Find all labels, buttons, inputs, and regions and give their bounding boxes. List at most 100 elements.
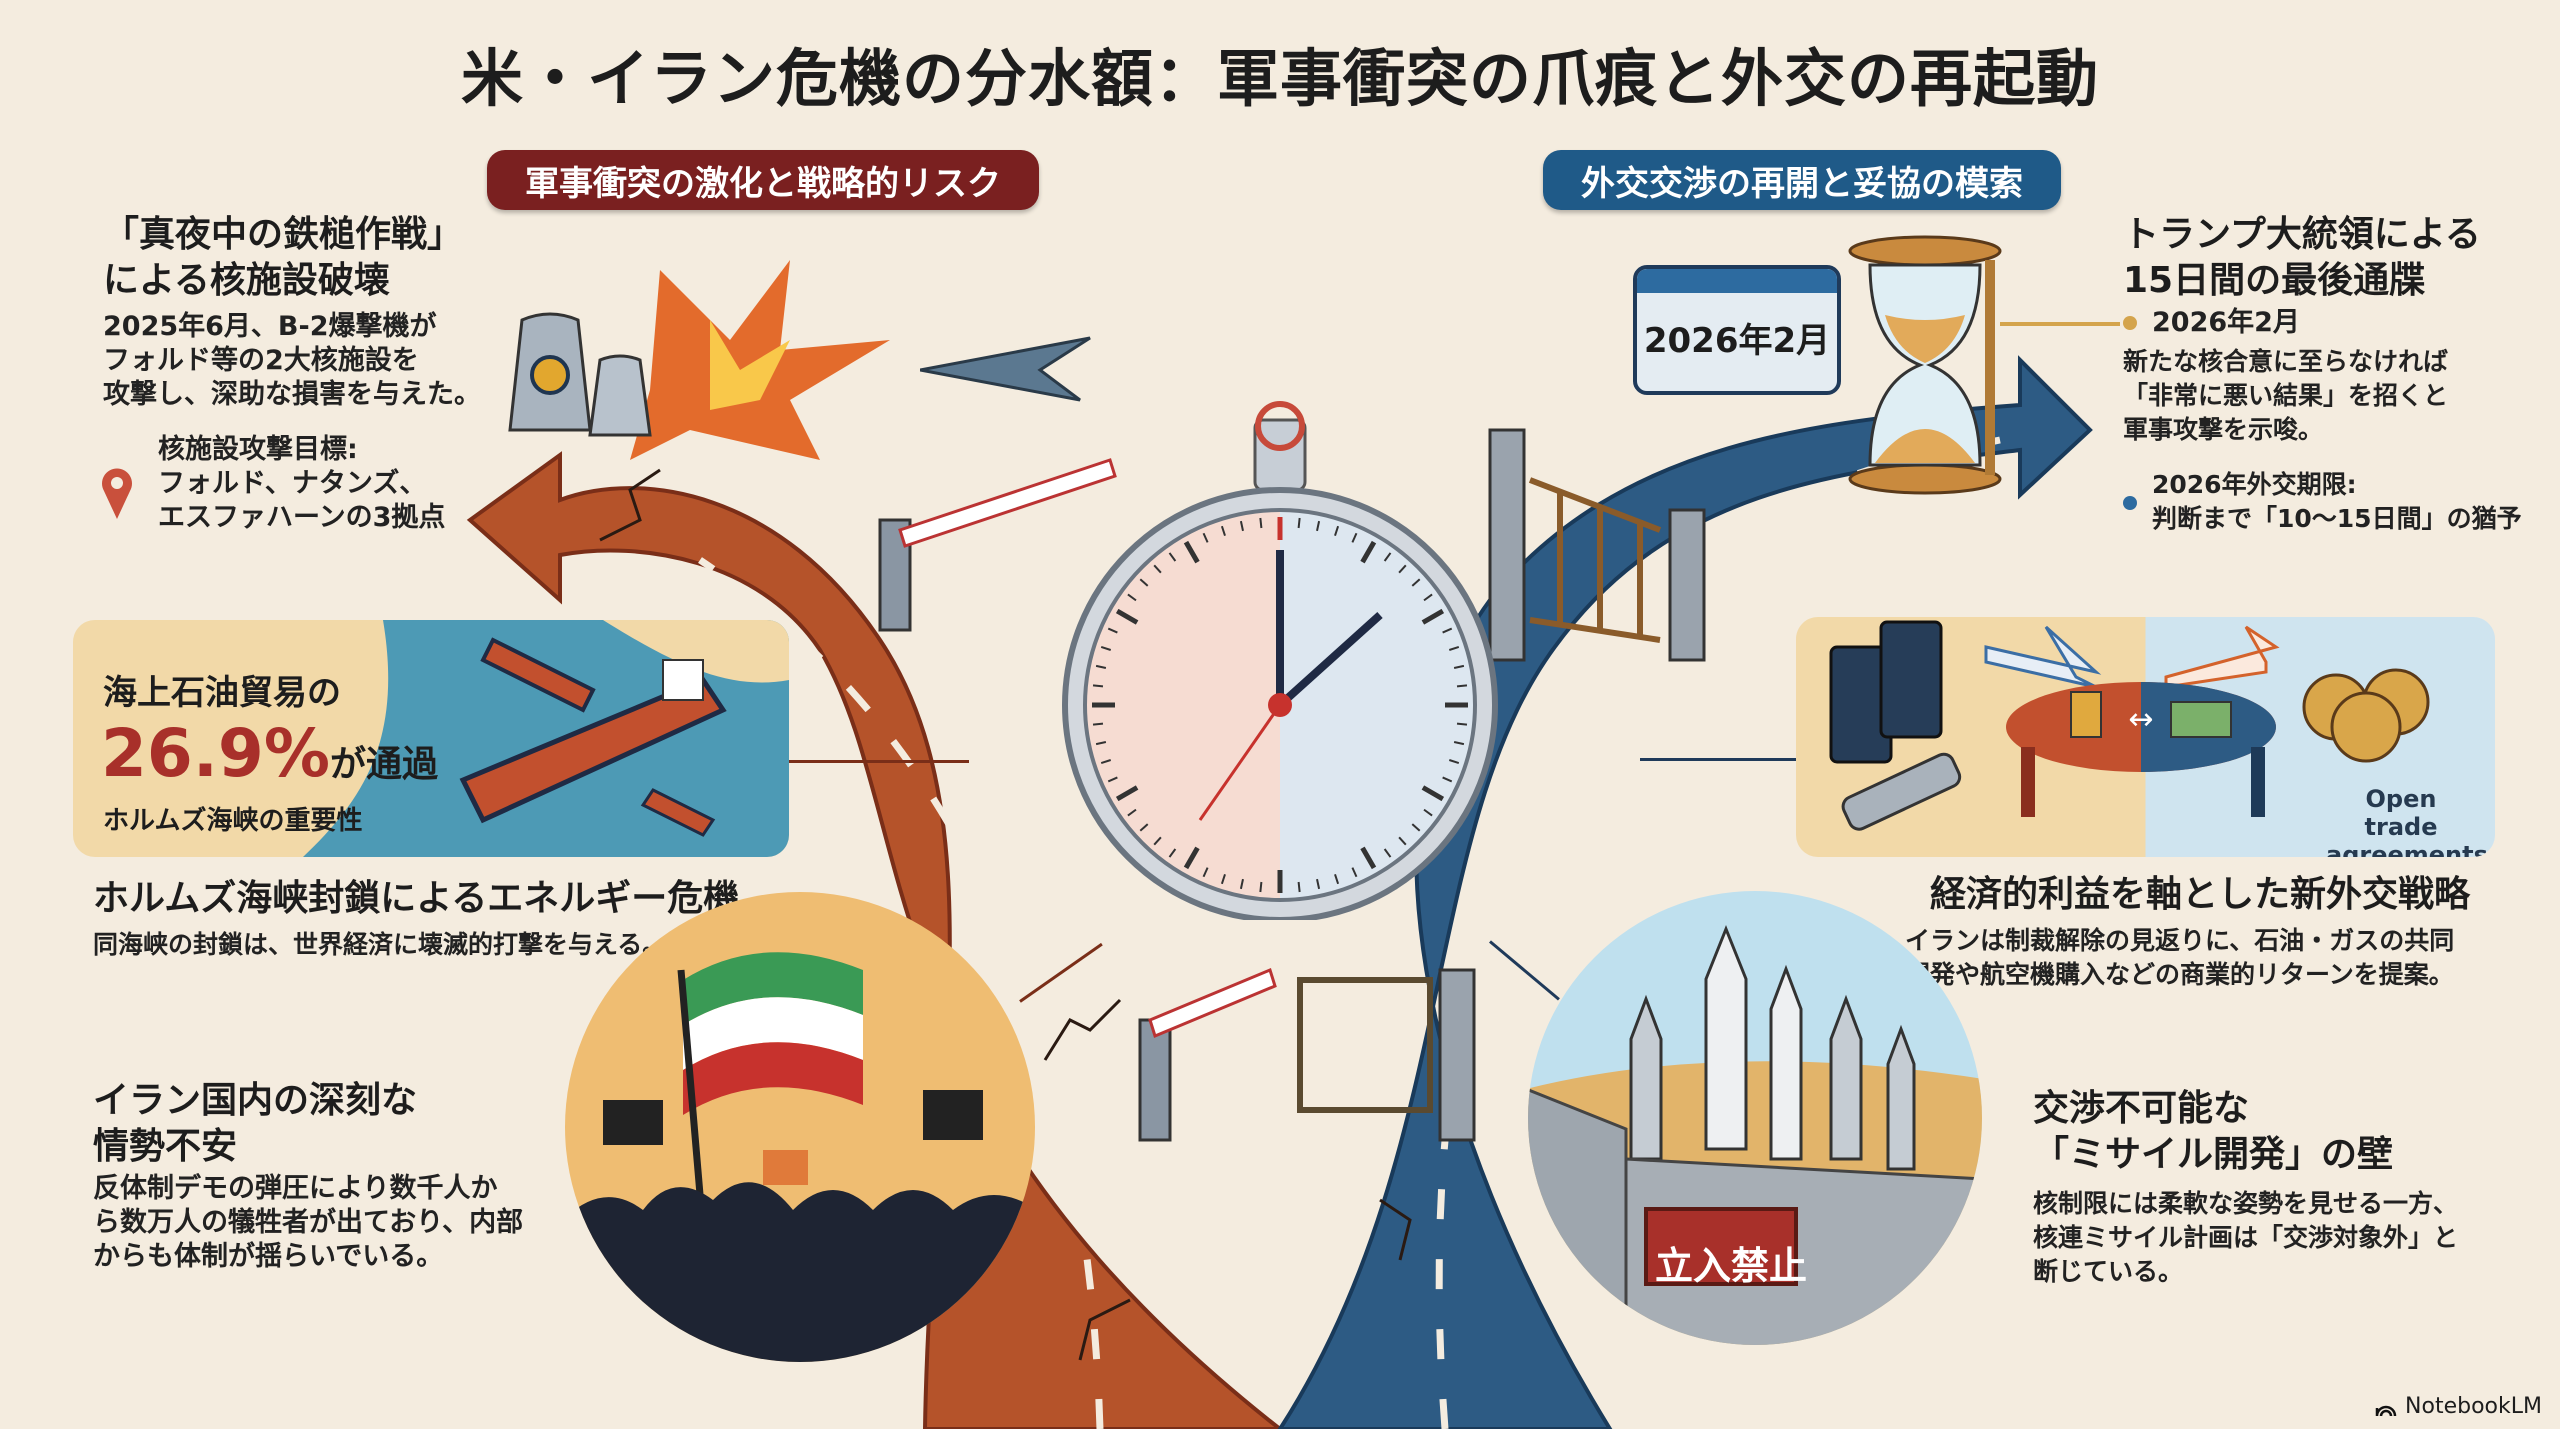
hormuz-stat: 26.9%が通過: [101, 715, 438, 792]
calendar-icon: 2026年2月: [1633, 265, 1841, 395]
unrest-body-line: からも体制が揺らいでいる。: [93, 1241, 444, 1272]
targets-line: フォルド、ナタンズ、: [158, 468, 427, 499]
economy-body-line: イランは制裁解除の見返りに、石油・ガスの共同: [1905, 926, 2455, 955]
no-entry-sign: [1644, 1207, 1798, 1286]
open-gate-icon: [1488, 428, 1706, 662]
deadline-line: 判断まで「10～15日間」の猶予: [2152, 504, 2522, 533]
trade-caption: Open trade agreements: [2326, 785, 2488, 857]
missile-wall-illustration: [1528, 891, 1982, 1345]
clock-tick: [1220, 873, 1226, 885]
clock-tick: [1115, 608, 1139, 625]
trade-caption-line: agreements: [2326, 841, 2488, 857]
clock-tick: [1239, 878, 1244, 890]
ultimatum-heading-line: トランプ大統領による: [2123, 214, 2481, 255]
hormuz-suffix: が通過: [329, 744, 438, 785]
money-bag-icon: [2302, 668, 2430, 763]
clock-tick: [1168, 552, 1177, 562]
protest-sign-icon: [923, 1090, 983, 1140]
clock-tick: [1448, 759, 1460, 765]
bullet-icon: [2123, 316, 2137, 330]
clock-tick: [1092, 722, 1104, 726]
ultimatum-heading-line: 15日間の最後通牒: [2123, 260, 2426, 301]
unrest-heading: イラン国内の深刻な 情勢不安: [93, 1078, 417, 1170]
ultimatum-body-line: 新たな核合意に至らなければ: [2123, 347, 2449, 376]
clock-tick: [1183, 540, 1200, 564]
protest-sign-icon: [603, 1100, 663, 1145]
clock-tick: [1334, 873, 1340, 885]
clock-tick: [1202, 867, 1209, 878]
clock-tick: [1297, 881, 1301, 893]
strike-heading-line: 「真夜中の鉄槌作戦」: [103, 214, 464, 255]
economy-body: イランは制裁解除の見返りに、石油・ガスの共同 開発や航空機購入などの商業的リター…: [1905, 924, 2454, 992]
missile-body-line: 核連ミサイル計画は「交渉対象外」と: [2033, 1223, 2459, 1252]
missile-heading-line: 交渉不可能な: [2033, 1088, 2250, 1129]
brand-name: NotebookLM: [2405, 1394, 2542, 1419]
clock-tick: [1456, 722, 1468, 726]
tanker-icon: [459, 659, 727, 824]
unrest-heading-line: 情勢不安: [93, 1126, 238, 1167]
bullet-icon: [2123, 496, 2137, 510]
clock-tick: [1411, 823, 1421, 832]
clock-tick: [1421, 608, 1445, 625]
stopwatch-icon: [1062, 401, 1498, 920]
targets-line: エスファハーンの3拠点: [158, 502, 446, 533]
hourglass-icon: [1848, 235, 2002, 495]
clock-tick: [1423, 593, 1433, 602]
deadline-line: 2026年外交期限:: [2152, 470, 2357, 499]
ultimatum-heading: トランプ大統領による 15日間の最後通牒: [2123, 212, 2481, 304]
clock-tick: [1383, 848, 1392, 858]
clock-tick: [1153, 836, 1162, 846]
map-pin-icon: [102, 468, 132, 519]
road-barrier-icon: [878, 458, 1117, 632]
clock-tick: [1115, 785, 1139, 802]
clock-tick: [1334, 525, 1340, 537]
clock-tick: [1360, 846, 1377, 870]
iran-flag-icon: [677, 952, 863, 1231]
b2-bomber-icon: [920, 336, 1091, 402]
calendar-date: 2026年2月: [1643, 321, 1831, 361]
ultimatum-body-line: 「非常に悪い結果」を招くと: [2123, 381, 2449, 410]
trade-card: ↔ Open trade agreements: [1796, 617, 2495, 857]
clock-tick: [1100, 645, 1112, 651]
strike-body: 2025年6月、B-2爆撃機が フォルド等の2大核施設を 攻撃し、深助な損害を与…: [103, 310, 481, 412]
clock-tick: [1183, 846, 1200, 870]
clock-tick: [1360, 540, 1377, 564]
energy-crisis-heading: ホルムズ海峡封鎖によるエネルギー危機: [93, 878, 740, 919]
missile-body-line: 核制限には柔軟な姿勢を見せる一方、: [2033, 1189, 2459, 1218]
ultimatum-body: 新たな核合意に至らなければ 「非常に悪い結果」を招くと 軍事攻撃を示唆。: [2123, 345, 2448, 447]
clock-tick: [1442, 776, 1453, 783]
missile-heading-line: 「ミサイル開発」の壁: [2033, 1134, 2394, 1175]
tanker-icon: [480, 637, 596, 713]
clock-tick: [1259, 881, 1263, 893]
connector-line: [2000, 322, 2120, 326]
clock-tick: [1092, 684, 1104, 688]
clock-tick: [1456, 684, 1468, 688]
strike-heading: 「真夜中の鉄槌作戦」 による核施設破壊: [103, 212, 463, 304]
airplane-icon: [2164, 625, 2280, 689]
deadline-text: 2026年外交期限: 判断まで「10～15日間」の猶予: [2152, 468, 2522, 536]
strike-body-line: 2025年6月、B-2爆撃機が: [103, 311, 437, 342]
wall-icon: [1528, 1086, 1628, 1345]
clock-tick: [1423, 808, 1433, 817]
clock-tick: [1453, 664, 1465, 669]
cash-icon: [2170, 701, 2232, 738]
clock-tick: [1421, 785, 1445, 802]
radiation-icon: [530, 355, 570, 395]
clock-tick: [1095, 664, 1107, 669]
clock-tick: [1448, 645, 1460, 651]
clock-tick: [1139, 578, 1149, 587]
clock-tick: [1202, 532, 1209, 543]
ultimatum-date: 2026年2月: [2152, 307, 2300, 338]
clock-tick: [1398, 836, 1407, 846]
coins-icon: [2070, 691, 2102, 738]
strike-body-line: 攻撃し、深助な損害を与えた。: [103, 379, 481, 410]
economy-body-line: 開発や航空機購入などの商業的リターンを提案。: [1905, 960, 2454, 989]
clock-tick: [1316, 878, 1321, 890]
ultimatum-body-line: 軍事攻撃を示唆。: [2123, 415, 2324, 444]
clock-tick: [1316, 520, 1321, 532]
hormuz-percent: 26.9%: [101, 715, 330, 792]
clock-tick: [1239, 520, 1244, 532]
missile-icons: [1629, 924, 1916, 1171]
targets-label: 核施設攻撃目標:: [158, 434, 358, 465]
connector-line: [1640, 758, 1796, 761]
